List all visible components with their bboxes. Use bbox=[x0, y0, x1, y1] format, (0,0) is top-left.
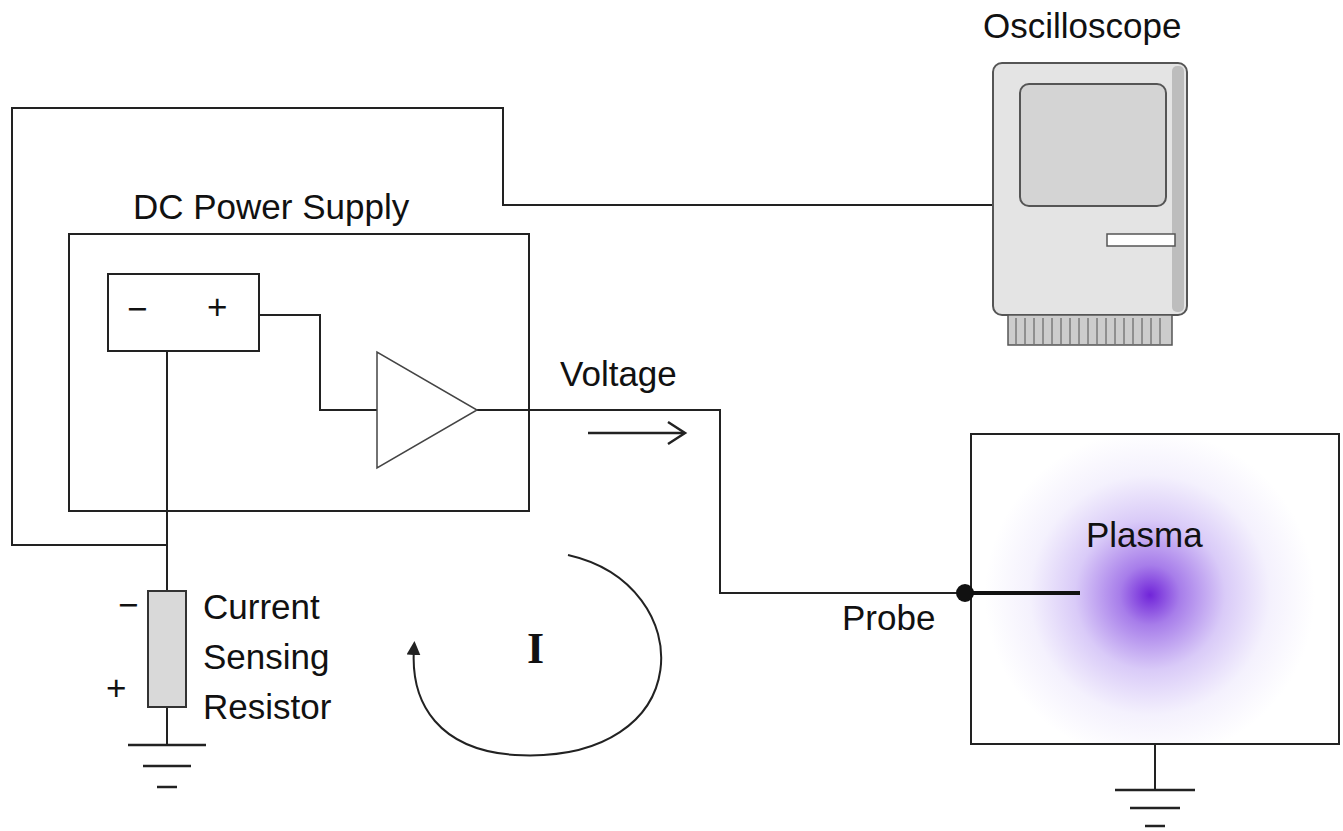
computer-icon bbox=[992, 62, 1188, 348]
ground-wire bbox=[166, 708, 168, 745]
direction-arrow bbox=[588, 422, 685, 444]
amp-output-wire bbox=[477, 409, 530, 411]
text-anchor: + bbox=[106, 668, 126, 708]
resistor-symbol: −+Current Sensing Resistor bbox=[147, 590, 187, 708]
text-anchor: Voltage bbox=[560, 354, 677, 394]
oscilloscope-icon: Oscilloscope bbox=[992, 62, 1188, 348]
text-anchor: + bbox=[207, 287, 227, 327]
ground-symbol bbox=[128, 745, 206, 787]
text-anchor: I bbox=[527, 624, 544, 675]
text-anchor: Current Sensing Resistor bbox=[203, 582, 388, 732]
ground-wire bbox=[1154, 745, 1156, 790]
current-loop-arrow bbox=[414, 555, 662, 755]
terminal-sign: − bbox=[127, 289, 147, 329]
probe-rod bbox=[972, 435, 1338, 743]
probe-label: Probe bbox=[842, 598, 935, 638]
power-supply-box: −+DC Power Supply bbox=[68, 233, 530, 512]
supply-wire bbox=[260, 315, 377, 410]
plasma-label: Plasma bbox=[1086, 515, 1203, 555]
wire bbox=[12, 108, 992, 590]
text-anchor: Plasma bbox=[1086, 515, 1203, 555]
text-anchor: DC Power Supply bbox=[133, 187, 409, 227]
text-anchor: Oscilloscope bbox=[983, 6, 1181, 46]
terminal-sign: + bbox=[207, 287, 227, 327]
wire bbox=[530, 410, 970, 593]
current-symbol: I bbox=[527, 624, 544, 675]
oscilloscope-label: Oscilloscope bbox=[983, 6, 1181, 46]
polarity-sign: + bbox=[106, 668, 126, 708]
terminal-box: −+ bbox=[107, 273, 260, 352]
text-anchor: − bbox=[118, 585, 138, 625]
ground-symbol bbox=[1115, 790, 1195, 826]
power-supply-title: DC Power Supply bbox=[133, 187, 409, 227]
polarity-sign: − bbox=[118, 585, 138, 625]
amplifier-symbol bbox=[377, 352, 477, 468]
text-anchor: − bbox=[127, 289, 147, 329]
signal-label: Voltage bbox=[560, 354, 677, 394]
resistor-label: Current Sensing Resistor bbox=[203, 582, 388, 732]
text-anchor: Probe bbox=[842, 598, 935, 638]
plasma-chamber: Plasma bbox=[970, 433, 1340, 745]
